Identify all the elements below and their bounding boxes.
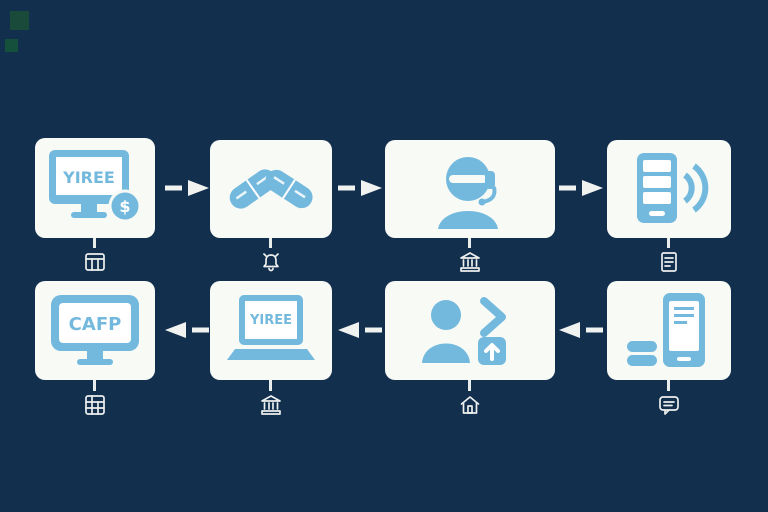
- flow-node-desktop-monitor: CAFP: [35, 281, 155, 380]
- sound-wave-icon: [683, 172, 695, 204]
- chat-icon: [659, 396, 679, 415]
- decor-square-large: [10, 11, 29, 30]
- arrow-right-icon: [338, 180, 382, 196]
- pills-icon: [229, 169, 313, 209]
- connector-stem: [93, 380, 96, 391]
- bank-icon: [261, 395, 281, 415]
- bell-icon: [263, 253, 279, 272]
- connector-stem: [468, 380, 471, 391]
- connector-stem: [667, 238, 670, 248]
- arrow-left-icon: [165, 322, 209, 338]
- arrow-right-icon: [559, 180, 603, 196]
- flow-node-person-transfer: [385, 281, 555, 380]
- receipt-icon: [661, 252, 677, 272]
- flow-node-desktop-payment: YIREE $: [35, 138, 155, 238]
- connector-stem: [269, 380, 272, 391]
- connector-stem: [667, 380, 670, 391]
- support-agent-icon: [438, 157, 498, 229]
- connector-stem: [93, 238, 96, 248]
- person-transfer-icon: [422, 296, 506, 365]
- flow-node-phone-stack: [607, 281, 731, 380]
- arrow-left-icon: [338, 322, 382, 338]
- bank-icon: [460, 252, 480, 272]
- connector-stem: [468, 238, 471, 248]
- chevron-right-icon: [480, 296, 506, 337]
- phone-stack-icon: [627, 292, 705, 367]
- monitor-screen-text: YIREE: [62, 168, 115, 187]
- stack-bar-icon: [627, 340, 657, 352]
- upload-arrow-icon: [484, 342, 500, 361]
- connector-stem: [269, 238, 272, 248]
- sound-wave-icon: [692, 163, 709, 213]
- monitor-screen-text: CAFP: [69, 314, 122, 335]
- browser-grid-icon: [85, 253, 105, 271]
- arrow-left-icon: [559, 322, 603, 338]
- dollar-badge-text: $: [119, 197, 130, 216]
- desktop-payment-icon: YIREE $: [49, 150, 142, 223]
- flow-node-support-agent: [385, 140, 555, 238]
- flow-node-pills: [210, 140, 332, 238]
- laptop-icon: YIREE: [227, 294, 315, 360]
- phone-broadcast-icon: [637, 153, 709, 223]
- stack-bar-icon: [627, 354, 657, 366]
- arrow-right-icon: [165, 180, 209, 196]
- ledger-grid-icon: [85, 395, 105, 415]
- flow-node-phone-broadcast: [607, 140, 731, 238]
- laptop-screen-text: YIREE: [249, 313, 292, 328]
- home-icon: [460, 396, 480, 414]
- desktop-monitor-icon: CAFP: [51, 294, 139, 365]
- dollar-coin-icon: [108, 189, 142, 223]
- decor-square-small: [5, 39, 18, 52]
- flow-node-laptop: YIREE: [210, 281, 332, 380]
